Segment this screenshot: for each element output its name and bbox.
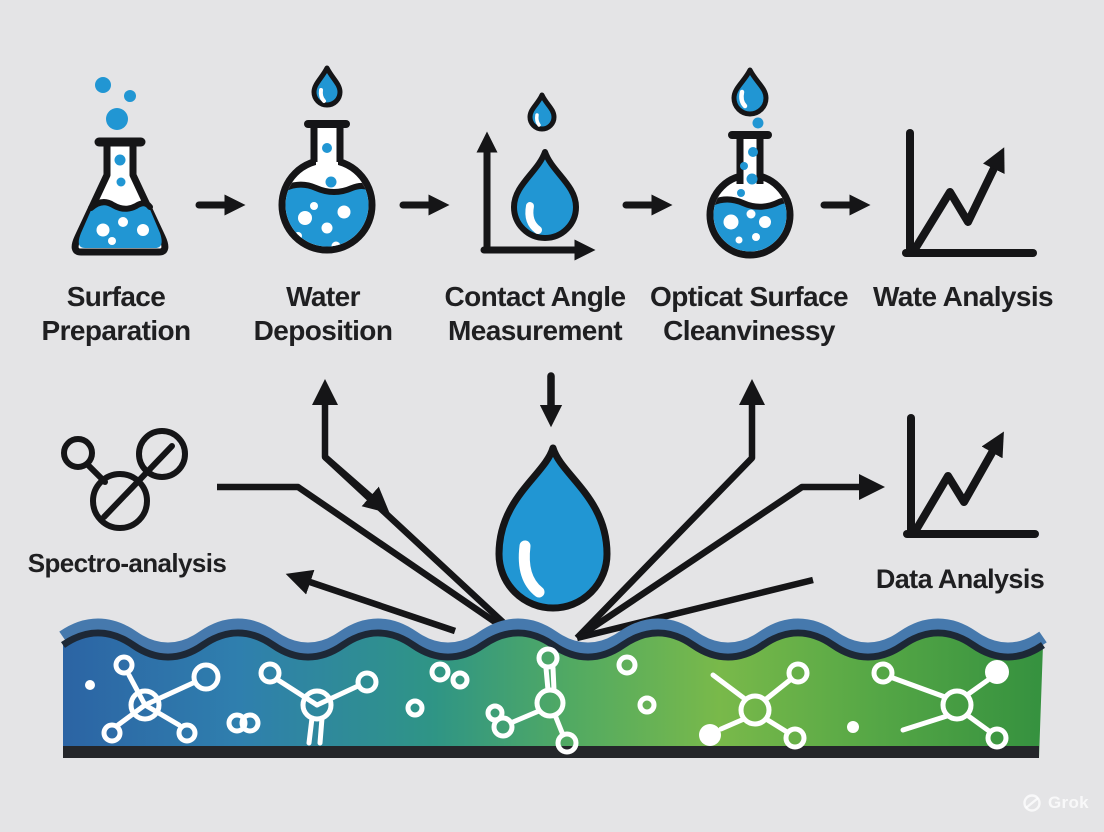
step-label-3-line1: Contact Angle [444, 281, 627, 312]
step-arrow-3 [622, 194, 673, 216]
erlenmeyer-flask-icon [71, 77, 169, 256]
step-label-4: Opticat Surface Cleanvinessy [634, 280, 864, 348]
step-label-3-line2: Measurement [448, 315, 623, 346]
step-label-3: Contact Angle Measurement [420, 280, 650, 348]
watermark: Grok [1022, 793, 1089, 813]
ray-from-spectro [217, 483, 519, 640]
step-arrow-2 [399, 194, 450, 216]
step-label-2-line1: Water [286, 281, 360, 312]
step-label-4-line1: Opticat Surface [650, 281, 849, 312]
ray-out-left-arrow [285, 569, 457, 635]
data-analysis-label: Data Analysis [875, 564, 1045, 594]
ray-up-right-arrow [574, 379, 765, 641]
line-chart-arrow-icon [902, 129, 1037, 257]
round-flask-drop-icon [278, 65, 376, 254]
step-arrow-4 [820, 194, 871, 216]
step-label-2: Water Deposition [213, 280, 433, 348]
band-wave-dark-line [61, 629, 1045, 661]
molecule-icon [61, 428, 188, 531]
flask-bubbles-drop-icon [706, 67, 794, 259]
step-label-5: Wate Analysis [848, 280, 1078, 314]
step-label-1-line2: Preparation [41, 315, 192, 346]
water-drop-icon [495, 444, 611, 612]
band-bottom-bar [63, 746, 1039, 758]
step-label-1: Surface Preparation [6, 280, 226, 348]
watermark-text: Grok [1048, 793, 1089, 812]
grok-logo [1023, 794, 1041, 812]
ray-incident-left-arrow [322, 454, 390, 514]
contact-angle-axes-drop-icon [476, 92, 596, 261]
band-wave-blue-stripe [59, 618, 1047, 656]
band-molecules [85, 646, 1009, 755]
step-label-4-line2: Cleanvinessy [663, 315, 835, 346]
drop-down-arrow [539, 372, 563, 428]
ray-to-data-analysis-arrow [575, 474, 885, 641]
ray-up-left-arrow [312, 379, 523, 641]
step-label-5-line1: Wate Analysis [873, 281, 1054, 312]
step-label-1-line1: Surface [66, 281, 166, 312]
spectro-analysis-label: Spectro-analysis [27, 548, 227, 578]
data-analysis-chart-icon [903, 414, 1039, 538]
ray-out-right [576, 576, 814, 642]
step-label-2-line2: Deposition [253, 315, 393, 346]
step-arrow-1 [195, 194, 246, 216]
substrate-band [59, 618, 1047, 758]
